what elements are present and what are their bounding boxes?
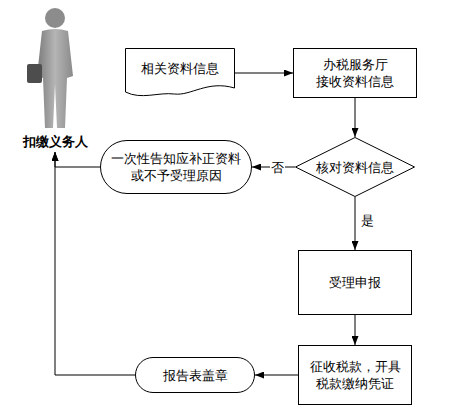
person-illustration	[5, 2, 115, 137]
node-label: 受理申报	[329, 274, 381, 291]
node-label: 一次性告知应补正资料 或不予受理原因	[109, 150, 243, 184]
briefcase	[27, 64, 42, 83]
terminal-pill: 一次性告知应补正资料 或不予受理原因	[100, 140, 252, 194]
edge-label: 否	[270, 160, 285, 175]
flow-arrow	[252, 167, 295, 168]
edge-label: 是	[360, 213, 375, 228]
text-group: 扣缴义务人	[23, 133, 88, 150]
process-box: 受理申报	[298, 250, 412, 315]
text-group: 一次性告知应补正资料 或不予受理原因	[109, 150, 243, 184]
actor-label: 扣缴义务人	[23, 133, 88, 150]
flow-arrow	[355, 197, 356, 250]
flow-arrow	[55, 152, 100, 167]
actor-node: 扣缴义务人	[8, 5, 102, 152]
node-label: 核对资料信息	[316, 159, 394, 176]
node-label: 相关资料信息	[141, 60, 219, 77]
person-body	[37, 29, 73, 128]
text-group: 受理申报	[329, 274, 381, 291]
person-head	[45, 8, 65, 28]
process-box: 征收税款，开具 税款缴纳凭证	[298, 345, 412, 405]
node-label: 报告表盖章	[163, 367, 228, 384]
decision-diamond: 核对资料信息	[295, 137, 415, 197]
text-group: 征收税款，开具 税款缴纳凭证	[303, 358, 407, 392]
text-group: 相关资料信息	[141, 60, 219, 77]
flow-arrow	[235, 73, 293, 74]
process-box: 办税服务厅 接收资料信息	[293, 48, 417, 98]
terminal-pill: 报告表盖章	[135, 357, 255, 393]
text-group: 核对资料信息	[316, 159, 394, 176]
document-shape: 相关资料信息	[125, 48, 235, 98]
text-group: 办税服务厅 接收资料信息	[300, 56, 410, 90]
text-group: 报告表盖章	[163, 367, 228, 384]
flow-arrow	[355, 315, 356, 345]
flow-arrow	[255, 375, 298, 376]
node-label: 征收税款，开具 税款缴纳凭证	[303, 358, 407, 392]
node-label: 办税服务厅 接收资料信息	[300, 56, 410, 90]
flow-arrow	[355, 98, 356, 137]
